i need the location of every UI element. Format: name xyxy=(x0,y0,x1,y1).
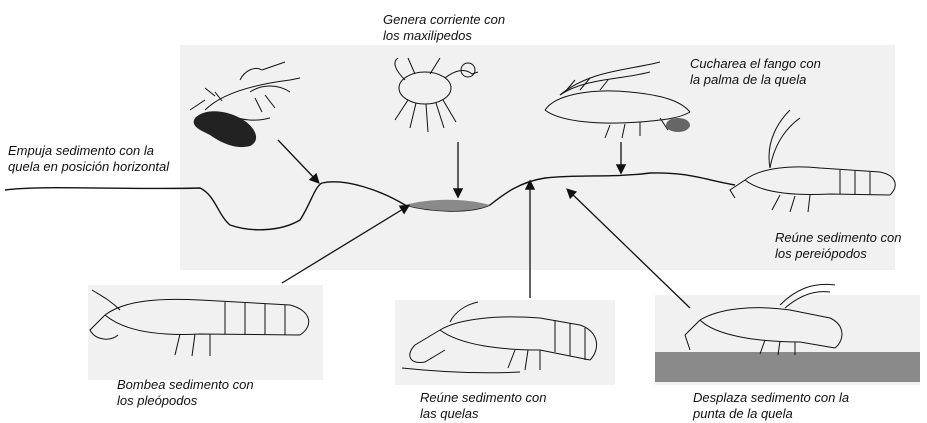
sediment-bed-line xyxy=(5,173,735,230)
label-genera-line2: los maxilipedos xyxy=(383,28,505,44)
arrow-desplaza xyxy=(568,190,690,308)
label-desplaza: Desplaza sedimento con la punta de la qu… xyxy=(693,390,849,422)
label-cucharea-line2: la palma de la quela xyxy=(690,72,821,88)
label-reune-quelas: Reúne sedimento con las quelas xyxy=(420,390,546,422)
crayfish-gathering-pereiopods-icon xyxy=(730,110,895,212)
label-empuja: Empuja sedimento con la quela en posició… xyxy=(8,143,169,175)
label-genera: Genera corriente con los maxilipedos xyxy=(383,12,505,44)
crab-current-icon xyxy=(395,58,478,132)
dark-mud-clump xyxy=(194,111,256,147)
label-empuja-line1: Empuja sedimento con la xyxy=(8,143,169,159)
label-bombea: Bombea sedimento con los pleópodos xyxy=(117,377,254,409)
label-bombea-line2: los pleópodos xyxy=(117,393,254,409)
label-reune-pereiopodos-line2: los pereiópodos xyxy=(775,246,901,262)
crayfish-pumping-icon xyxy=(90,290,309,356)
label-desplaza-line1: Desplaza sedimento con la xyxy=(693,390,849,406)
label-cucharea: Cucharea el fango con la palma de la que… xyxy=(690,56,821,88)
arrow-empuja xyxy=(278,140,318,182)
sediment-layer xyxy=(655,352,920,382)
crayfish-pushing-icon xyxy=(190,62,300,120)
label-reune-pereiopodos-line1: Reúne sedimento con xyxy=(775,230,901,246)
crayfish-scooping-icon xyxy=(545,62,690,138)
label-reune-quelas-line1: Reúne sedimento con xyxy=(420,390,546,406)
crayfish-displacing-icon xyxy=(685,284,842,355)
label-bombea-line1: Bombea sedimento con xyxy=(117,377,254,393)
label-reune-pereiopodos: Reúne sedimento con los pereiópodos xyxy=(775,230,901,262)
label-cucharea-line1: Cucharea el fango con xyxy=(690,56,821,72)
label-desplaza-line2: punta de la quela xyxy=(693,406,849,422)
label-empuja-line2: quela en posición horizontal xyxy=(8,159,169,175)
crayfish-gathering-chelae-icon xyxy=(402,302,597,373)
label-reune-quelas-line2: las quelas xyxy=(420,406,546,422)
label-genera-line1: Genera corriente con xyxy=(383,12,505,28)
